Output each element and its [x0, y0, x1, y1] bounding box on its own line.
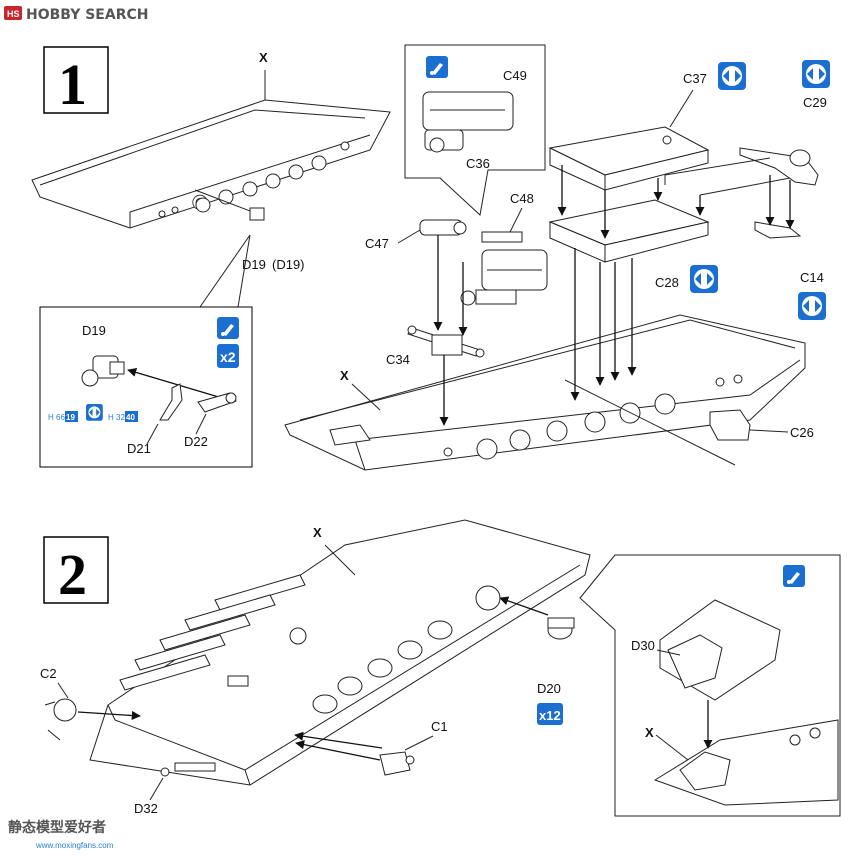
part-c47 [419, 219, 467, 236]
moxingfans-watermark: 静态模型爱好者 www.moxingfans.com [8, 819, 114, 850]
part-d22 [197, 392, 237, 413]
label-c36: C36 [466, 156, 490, 171]
step-2-number-box [43, 536, 109, 604]
svg-text:H 32: H 32 [108, 413, 125, 422]
label-d19-inset: D19 [82, 323, 106, 338]
d19-detail-inset [39, 306, 253, 468]
label-c37: C37 [683, 71, 707, 86]
part-c34 [407, 325, 485, 358]
part-d21 [159, 383, 183, 421]
suspension-arms [119, 574, 453, 714]
label-d32: D32 [134, 801, 158, 816]
svg-text:HS: HS [7, 9, 20, 19]
part-c26 [709, 409, 751, 441]
hobby-search-watermark: HS HOBBY SEARCH [4, 6, 148, 23]
part-c48-engine [460, 231, 548, 306]
glue-icon-engine [426, 56, 448, 78]
option-icon-c37 [718, 62, 746, 90]
multiplier-x2-badge: x2 [217, 344, 239, 368]
part-c29-exhaust [739, 147, 819, 186]
part-c28-frame [548, 199, 710, 263]
label-x-hull-step1: X [340, 368, 349, 383]
svg-text:HOBBY SEARCH: HOBBY SEARCH [26, 7, 148, 23]
part-d19-inset [81, 355, 125, 387]
label-c14: C14 [800, 270, 824, 285]
hull-part-x-step1 [284, 314, 806, 471]
label-c34: C34 [386, 352, 410, 367]
inset-hull-rear [653, 599, 839, 806]
svg-text:x12: x12 [539, 708, 561, 723]
hull-underside-part-x [89, 519, 591, 786]
label-c28: C28 [655, 275, 679, 290]
svg-text:40: 40 [126, 413, 135, 422]
label-d30: D30 [631, 638, 655, 653]
label-d20: D20 [537, 681, 561, 696]
label-d22: D22 [184, 434, 208, 449]
label-c47: C47 [365, 236, 389, 251]
label-x-hull-step2: X [313, 525, 322, 540]
part-d32 [160, 762, 216, 777]
engine-assembly [422, 91, 514, 153]
part-c37-deck [548, 126, 710, 191]
step-2: 2 X D20 [40, 519, 841, 817]
label-d19: D19 [242, 257, 266, 272]
label-c29: C29 [803, 95, 827, 110]
step-1-number: 1 [58, 52, 87, 117]
label-c1: C1 [431, 719, 448, 734]
label-x-top: X [259, 50, 268, 65]
svg-text:H 66: H 66 [48, 413, 65, 422]
svg-text:静态模型爱好者: 静态模型爱好者 [8, 819, 106, 836]
glue-icon-d30 [783, 565, 805, 587]
part-d20 [547, 617, 575, 640]
glue-icon [217, 317, 239, 339]
label-c2: C2 [40, 666, 57, 681]
label-d19-alt: (D19) [272, 257, 305, 272]
part-c2 [44, 698, 77, 741]
option-icon-c28 [690, 265, 718, 293]
option-icon-c14 [798, 292, 826, 320]
step-2-number: 2 [58, 542, 87, 607]
svg-text:19: 19 [66, 413, 75, 422]
label-c49: C49 [503, 68, 527, 83]
multiplier-x12-badge: x12 [537, 703, 563, 725]
paint-reference: H 66 19 H 32 40 [48, 404, 138, 422]
step-1: 1 X D19 (D19) x2 [31, 44, 830, 471]
label-x-inset: X [645, 725, 654, 740]
step-1-number-box [43, 46, 109, 114]
svg-text:x2: x2 [220, 349, 236, 365]
hull-floor-part-x [31, 99, 391, 229]
part-c1 [379, 751, 415, 776]
option-icon-c29 [802, 60, 830, 88]
label-c48: C48 [510, 191, 534, 206]
label-c26: C26 [790, 425, 814, 440]
part-c14 [754, 221, 802, 239]
svg-text:www.moxingfans.com: www.moxingfans.com [35, 841, 114, 850]
label-d21: D21 [127, 441, 151, 456]
